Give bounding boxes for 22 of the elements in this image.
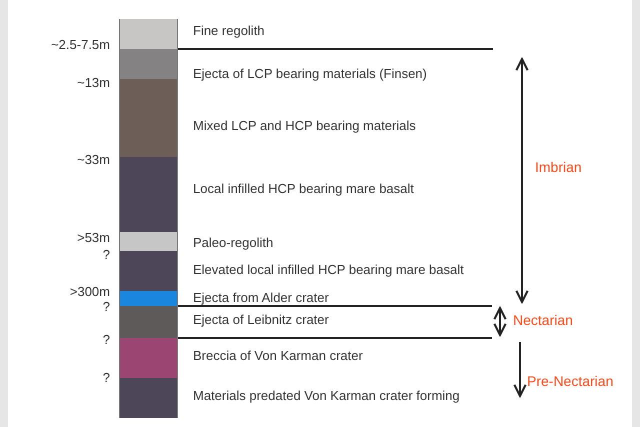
layer-description: Breccia of Von Karman crater xyxy=(193,348,363,364)
layer-description: Local infilled HCP bearing mare basalt xyxy=(193,181,414,197)
depth-label: ? xyxy=(102,370,110,386)
depth-label: ? xyxy=(102,247,110,263)
depth-label: >300m xyxy=(70,284,110,300)
depth-label: ~33m xyxy=(77,152,110,168)
depth-label: ? xyxy=(102,332,110,348)
layer-description: Ejecta of Leibnitz crater xyxy=(193,312,329,328)
period-label: Nectarian xyxy=(513,312,573,328)
layer-description: Ejecta of LCP bearing materials (Finsen) xyxy=(193,66,427,82)
layer-description: Ejecta from Alder crater xyxy=(193,290,329,306)
layer-description: Paleo-regolith xyxy=(193,235,274,251)
period-label: Pre-Nectarian xyxy=(527,373,614,389)
depth-label: ? xyxy=(102,299,110,315)
layer-description: Fine regolith xyxy=(193,23,265,39)
depth-label: >53m xyxy=(77,230,110,246)
period-label: Imbrian xyxy=(535,159,582,175)
layer-description: Materials predated Von Karman crater forming xyxy=(193,388,460,404)
layer-description: Mixed LCP and HCP bearing materials xyxy=(193,118,416,134)
depth-label: ~2.5-7.5m xyxy=(51,37,110,53)
layer-description: Elevated local infilled HCP bearing mare basalt xyxy=(193,262,464,278)
depth-label: ~13m xyxy=(77,75,110,91)
